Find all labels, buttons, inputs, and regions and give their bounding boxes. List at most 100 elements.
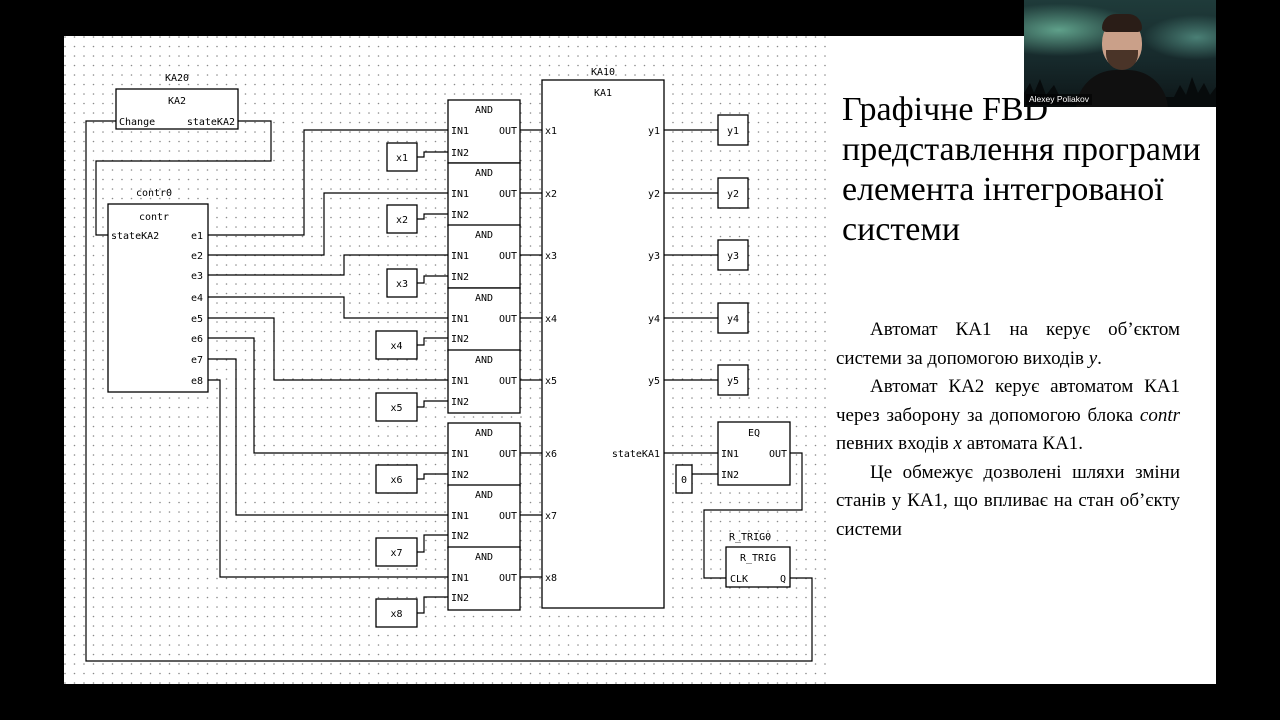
wire-x3-in	[417, 275, 448, 284]
output-var-y4: y4	[727, 314, 739, 325]
output-var-y1: y1	[727, 126, 739, 137]
input-var-box	[375, 537, 418, 567]
const-box	[675, 464, 693, 494]
input-var-x2: x2	[396, 215, 408, 226]
and-block-3	[447, 224, 521, 289]
ka1-instance-label: KA10	[591, 67, 615, 78]
wire-x8-in	[417, 596, 448, 614]
wire-e3	[208, 254, 448, 276]
and-out-label: OUT	[499, 251, 517, 262]
eq-block	[717, 421, 791, 486]
input-var-box	[375, 464, 418, 494]
contr-output-e1: e1	[191, 231, 203, 242]
and-block-6	[447, 422, 521, 487]
and-block-4	[447, 287, 521, 352]
slide-body: Автомат КА1 на керує об’єктом системи за…	[836, 316, 1180, 544]
input-var-x7: x7	[390, 548, 402, 559]
and-in1-label: IN1	[451, 251, 469, 262]
wire-x5-in	[417, 400, 448, 408]
and-type-label: AND	[475, 105, 493, 116]
wire-feedback	[85, 120, 813, 662]
rtrig-out-label: Q	[780, 574, 786, 585]
wire-x4-in	[417, 337, 448, 346]
input-var-box	[375, 330, 418, 360]
and-type-label: AND	[475, 355, 493, 366]
rtrig-instance-label: R_TRIG0	[729, 532, 771, 543]
and-in1-label: IN1	[451, 449, 469, 460]
ka1-input-x5: x5	[545, 376, 557, 387]
rtrig-type-label: R_TRIG	[740, 553, 776, 564]
ka2-instance-label: KA20	[165, 73, 189, 84]
and-in2-label: IN2	[451, 334, 469, 345]
contr-output-e8: e8	[191, 376, 203, 387]
and-type-label: AND	[475, 490, 493, 501]
ka1-output-stateka1: stateKA1	[612, 449, 660, 460]
contr-output-e2: e2	[191, 251, 203, 262]
ka1-input-x4: x4	[545, 314, 557, 325]
ka1-output-y3: y3	[648, 251, 660, 262]
ka1-input-x1: x1	[545, 126, 557, 137]
eq-type-label: EQ	[748, 428, 760, 439]
and-type-label: AND	[475, 428, 493, 439]
output-var-box	[717, 364, 749, 396]
ka1-output-y1: y1	[648, 126, 660, 137]
wire-x6-in	[417, 473, 448, 480]
and-in1-label: IN1	[451, 314, 469, 325]
ka1-output-y5: y5	[648, 376, 660, 387]
contr-output-e6: e6	[191, 334, 203, 345]
wires	[85, 120, 813, 662]
and-in1-label: IN1	[451, 573, 469, 584]
input-var-box	[386, 268, 418, 298]
wire-e7	[208, 358, 448, 516]
output-var-y3: y3	[727, 251, 739, 262]
and-block-8	[447, 546, 521, 611]
wire-x7-in	[417, 534, 448, 553]
ka1-output-y4: y4	[648, 314, 660, 325]
ka1-type-label: KA1	[594, 88, 612, 99]
wire-x1-in	[417, 151, 448, 158]
ka1-block	[541, 79, 665, 609]
wire-e2	[208, 192, 448, 256]
input-var-box	[386, 142, 418, 172]
contr-input-statekA2: stateKA2	[111, 231, 159, 242]
and-out-label: OUT	[499, 189, 517, 200]
and-in1-label: IN1	[451, 376, 469, 387]
and-out-label: OUT	[499, 376, 517, 387]
participant-name: Alexey Poliakov	[1026, 94, 1093, 105]
input-var-x3: x3	[396, 279, 408, 290]
input-var-x4: x4	[390, 341, 402, 352]
and-block-2	[447, 162, 521, 227]
eq-in2-label: IN2	[721, 470, 739, 481]
webcam-video[interactable]	[1024, 0, 1216, 107]
eq-out-label: OUT	[769, 449, 787, 460]
slide-title: Графічне FBD представлення програми елем…	[842, 91, 1201, 248]
and-in2-label: IN2	[451, 531, 469, 542]
and-type-label: AND	[475, 168, 493, 179]
paragraph-result: Це обмежує дозволені шляхи зміни станів …	[836, 461, 1180, 540]
contr-output-e7: e7	[191, 355, 203, 366]
ka1-input-x8: x8	[545, 573, 557, 584]
and-type-label: AND	[475, 293, 493, 304]
output-var-y5: y5	[727, 376, 739, 387]
and-block-5	[447, 349, 521, 414]
and-in2-label: IN2	[451, 148, 469, 159]
presenter-hair	[1102, 14, 1142, 32]
output-var-y2: y2	[727, 189, 739, 200]
and-out-label: OUT	[499, 573, 517, 584]
input-var-x1: x1	[396, 153, 408, 164]
wire-eq-rtrig	[703, 452, 803, 579]
eq-in1-label: IN1	[721, 449, 739, 460]
input-var-box	[375, 598, 418, 628]
and-in2-label: IN2	[451, 210, 469, 221]
and-block-1	[447, 99, 521, 164]
wire-x2-in	[417, 213, 448, 220]
output-var-box	[717, 114, 749, 146]
input-var-x6: x6	[390, 475, 402, 486]
and-type-label: AND	[475, 230, 493, 241]
and-in2-label: IN2	[451, 470, 469, 481]
contr-output-e3: e3	[191, 271, 203, 282]
ka1-input-x3: x3	[545, 251, 557, 262]
input-var-x5: x5	[390, 403, 402, 414]
